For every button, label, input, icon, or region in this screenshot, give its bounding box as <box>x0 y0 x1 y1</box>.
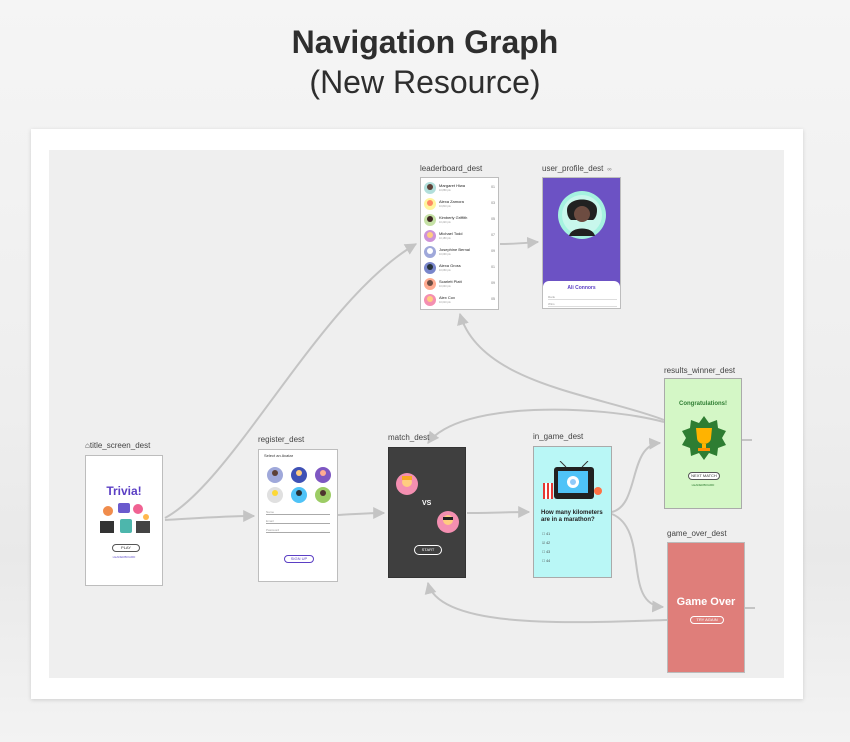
in-game-dest[interactable]: How many kilometers are in a marathon? ☐… <box>533 446 612 578</box>
congratulations-heading: Congratulations! <box>679 401 727 407</box>
match-dest[interactable]: VS START <box>388 447 466 578</box>
answer-option-3[interactable]: ☐ 43 <box>542 550 551 554</box>
email-field[interactable]: Email <box>266 519 330 524</box>
profile-line-wins: Wins <box>548 302 617 307</box>
label-results-winner: results_winner_dest <box>664 366 736 375</box>
home-icon: ⌂ <box>85 441 90 450</box>
edge-title-to-leaderboard <box>164 243 418 519</box>
label-title-screen: ⌂title_screen_dest <box>85 441 151 450</box>
label-match: match_dest <box>388 433 430 442</box>
game-over-heading: Game Over <box>676 596 736 608</box>
edge-winner-to-leaderboard <box>457 312 665 421</box>
user-profile-dest[interactable]: Ali Connors Rank Wins <box>542 177 621 309</box>
label-user-profile: user_profile_dest∞ <box>542 164 612 173</box>
avatar <box>424 278 436 290</box>
answer-option-2[interactable]: ☑ 42 <box>542 541 551 545</box>
avatar <box>424 230 436 242</box>
link-icon: ∞ <box>607 167 612 173</box>
edge-ingame-to-gameover <box>611 513 665 613</box>
answer-option-4[interactable]: ☐ 44 <box>542 559 551 563</box>
profile-avatar <box>558 191 606 239</box>
label-in-game: in_game_dest <box>533 432 584 441</box>
winner-leaderboard-link[interactable]: LEADERBOARD <box>691 483 715 487</box>
start-button[interactable]: START <box>414 545 442 555</box>
try-again-button[interactable]: TRY AGAIN <box>690 616 724 624</box>
edge-leaderboard-to-profile <box>499 236 540 249</box>
tv-illustration <box>543 461 602 499</box>
label-register: register_dest <box>258 435 305 444</box>
trivia-heading: Trivia! <box>106 484 142 498</box>
page-subtitle: (New Resource) <box>309 64 541 100</box>
register-dest[interactable]: Select an Avatar Name Email Password SIG… <box>258 449 338 582</box>
next-match-button[interactable]: NEXT MATCH <box>688 472 720 480</box>
edge-title-to-register <box>164 510 256 523</box>
trophy-icon <box>682 416 726 460</box>
edge-match-to-ingame <box>466 506 531 519</box>
register-heading: Select an Avatar <box>264 453 294 458</box>
profile-name: Ali Connors <box>567 285 596 291</box>
graph-canvas <box>49 150 784 678</box>
avatar <box>424 246 436 258</box>
edge-winner-to-match <box>427 408 665 444</box>
label-leaderboard: leaderboard_dest <box>420 164 483 173</box>
page-title: Navigation Graph <box>291 24 559 60</box>
avatar <box>424 294 436 306</box>
avatar-grid <box>267 467 331 503</box>
vs-label: VS <box>422 500 432 507</box>
avatar <box>424 182 436 194</box>
profile-panel: Ali Connors Rank Wins <box>543 281 620 308</box>
game-over-dest[interactable]: Game Over TRY AGAIN <box>667 542 745 673</box>
play-button[interactable]: PLAY <box>112 544 140 552</box>
avatar <box>424 262 436 274</box>
name-field[interactable]: Name <box>266 510 330 515</box>
question-text: How many kilometers are in a marathon? <box>541 510 603 523</box>
edge-gameover-to-match <box>424 581 668 624</box>
password-field[interactable]: Password <box>266 528 330 533</box>
profile-line-rank: Rank <box>548 295 617 300</box>
label-game-over: game_over_dest <box>667 529 727 538</box>
edge-ingame-to-winner <box>611 437 662 513</box>
answer-option-1[interactable]: ☐ 41 <box>542 532 551 536</box>
leaderboard-link[interactable]: LEADERBOARD <box>112 555 136 559</box>
trivia-illustration <box>100 503 150 533</box>
sign-up-button[interactable]: SIGN UP <box>284 555 314 563</box>
avatar <box>424 214 436 226</box>
title-screen-dest[interactable]: Trivia! PLAY LEADERBOARD <box>85 455 163 586</box>
opponent-avatars <box>396 473 459 533</box>
avatar <box>424 198 436 210</box>
edge-register-to-match <box>337 507 386 520</box>
results-winner-dest[interactable]: Congratulations! NEXT MATCH LEADERBOARD <box>664 378 742 509</box>
